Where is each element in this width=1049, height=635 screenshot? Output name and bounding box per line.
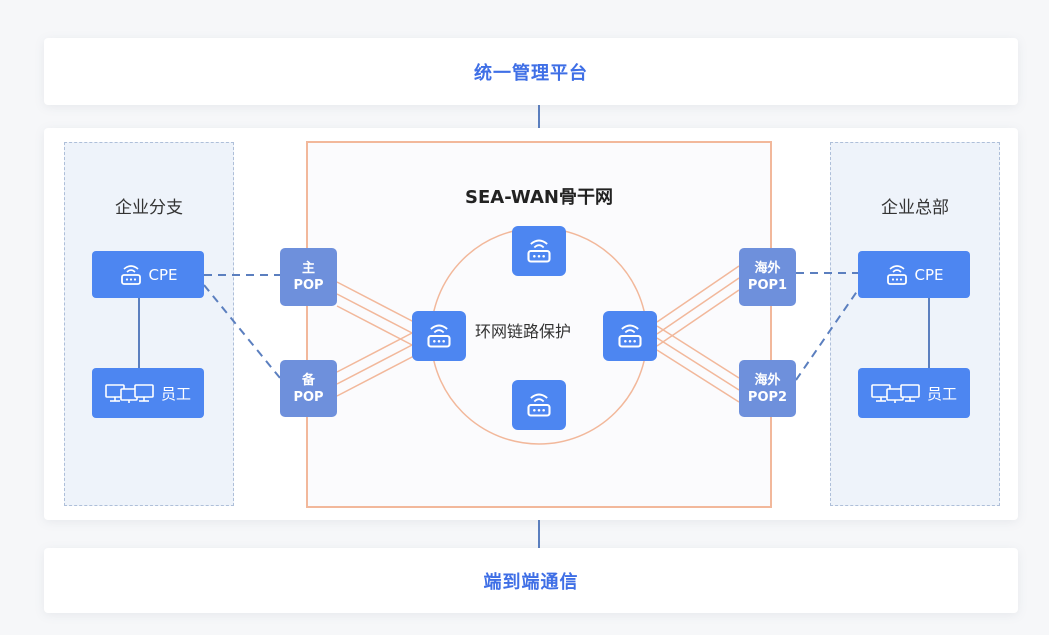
- router-icon: [618, 324, 642, 348]
- router-icon: [527, 393, 551, 417]
- backbone-title: SEA-WAN骨干网: [465, 187, 613, 208]
- hq-cpe: CPE: [858, 251, 970, 298]
- hq-staff-label: 员工: [926, 384, 957, 403]
- bottom-bar: 端到端通信: [44, 548, 1018, 613]
- computers-icon: [105, 384, 154, 403]
- bottom-bar-title: 端到端通信: [483, 571, 579, 593]
- hq-area: 企业总部: [830, 142, 1000, 506]
- branch-backup-link: [203, 284, 281, 379]
- backup-pop-line1: 备: [301, 372, 315, 388]
- branch-staff: 员工: [92, 368, 204, 418]
- hq-staff: 员工: [858, 368, 970, 418]
- router-icon: [427, 324, 451, 348]
- branch-staff-label: 员工: [160, 384, 191, 403]
- backup-pop-line2: POP: [293, 389, 324, 405]
- ring-router-top: [512, 226, 566, 276]
- ring-router-left: [412, 311, 466, 361]
- backbone-area: SEA-WAN骨干网: [306, 141, 772, 508]
- computers-icon: [871, 384, 920, 403]
- router-icon: [120, 264, 141, 285]
- hq-cpe-label: CPE: [914, 265, 944, 284]
- primary-pop-line2: POP: [293, 278, 324, 293]
- branch-cpe-label: CPE: [148, 265, 178, 284]
- branch-area: 企业分支: [64, 142, 234, 506]
- overseas-pop1: 海外 POP1: [739, 248, 796, 306]
- overseas-pop1-line1: 海外: [754, 261, 781, 276]
- overseas-pop2-line2: POP2: [747, 389, 788, 405]
- top-bar: 统一管理平台: [44, 38, 1018, 105]
- hq-overseas2-link: [795, 286, 861, 381]
- ring-router-right: [603, 311, 657, 361]
- router-icon: [527, 239, 551, 263]
- top-bar-title: 统一管理平台: [474, 62, 588, 84]
- branch-title: 企业分支: [115, 198, 183, 218]
- primary-pop: 主 POP: [280, 248, 337, 306]
- overseas-pop2-line1: 海外: [754, 372, 781, 388]
- ring-router-bottom: [512, 380, 566, 430]
- hq-title: 企业总部: [881, 198, 949, 218]
- overseas-pop1-line2: POP1: [747, 278, 788, 293]
- router-icon: [886, 264, 907, 285]
- overseas-pop2: 海外 POP2: [739, 360, 796, 417]
- branch-cpe: CPE: [92, 251, 204, 298]
- backup-pop: 备 POP: [280, 360, 337, 417]
- ring-label: 环网链路保护: [475, 322, 572, 341]
- primary-pop-line1: 主: [301, 261, 315, 276]
